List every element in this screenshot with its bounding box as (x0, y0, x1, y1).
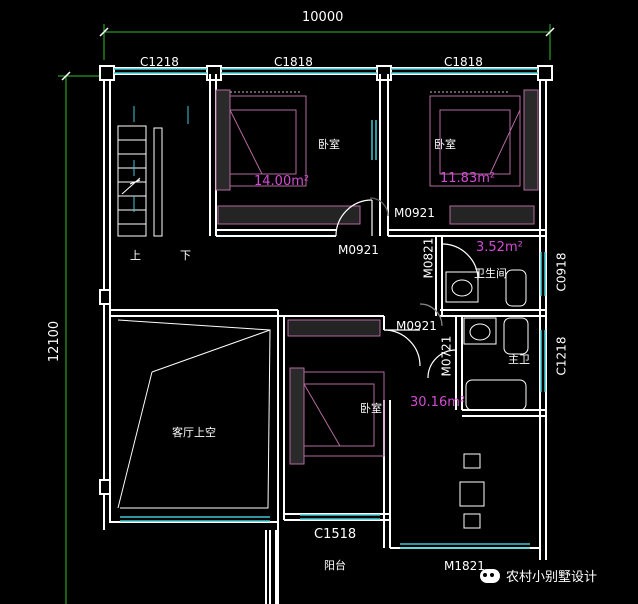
room-name-bedroom1: 卧室 (318, 138, 340, 151)
watermark-text: 农村小别墅设计 (506, 570, 598, 585)
left-dimension-label: 12100 (47, 320, 63, 363)
door-label-bedroom2: M0921 (394, 206, 435, 220)
stair-up-label: 上 (130, 249, 141, 262)
wechat-logo-icon (480, 568, 500, 583)
lounge-furniture (459, 453, 485, 529)
bedroom1-furniture (215, 89, 361, 225)
room-area-bathroom: 3.52m² (476, 240, 523, 255)
door-label-balcony: M1821 (444, 559, 485, 573)
door-swings (335, 197, 479, 379)
window-label-stair: C1218 (140, 55, 179, 69)
room-area-bedroom1: 14.00m² (254, 174, 310, 189)
bathroom-fixtures (445, 269, 529, 411)
window-marks (114, 68, 546, 549)
room-name-bedroom3: 卧室 (360, 402, 382, 415)
bedroom2-furniture (429, 89, 539, 225)
living-void-outline (117, 319, 271, 509)
door-label-master-bath: M0721 (439, 335, 454, 377)
door-label-bedroom3: M0921 (396, 319, 437, 333)
room-name-living-void: 客厅上空 (172, 426, 216, 439)
top-dimension-label: 10000 (302, 10, 344, 25)
window-label-balcony: C1518 (314, 527, 357, 542)
watermark: 农村小别墅设计 (480, 566, 597, 585)
room-name-bedroom2: 卧室 (434, 138, 456, 151)
window-label-bathroom: C0918 (554, 252, 569, 292)
room-area-bedroom2: 11.83m² (440, 171, 496, 186)
stair-down-label: 下 (180, 249, 191, 262)
room-name-balcony: 阳台 (324, 559, 346, 572)
bedroom3-furniture (287, 319, 385, 465)
window-label-bedroom1: C1818 (274, 55, 313, 69)
staircase (117, 106, 189, 237)
door-label-bedroom1: M0921 (338, 243, 379, 257)
dimension-ticks (61, 27, 555, 81)
dimension-lines (58, 24, 551, 604)
room-area-bedroom3: 30.16m² (410, 395, 466, 410)
door-label-bathroom: M0821 (421, 237, 436, 279)
room-name-bathroom: 卫生间 (474, 267, 507, 280)
window-label-bedroom2: C1818 (444, 55, 483, 69)
window-label-master-bath: C1218 (554, 336, 569, 376)
room-name-master-bath: 主卫 (508, 353, 530, 366)
